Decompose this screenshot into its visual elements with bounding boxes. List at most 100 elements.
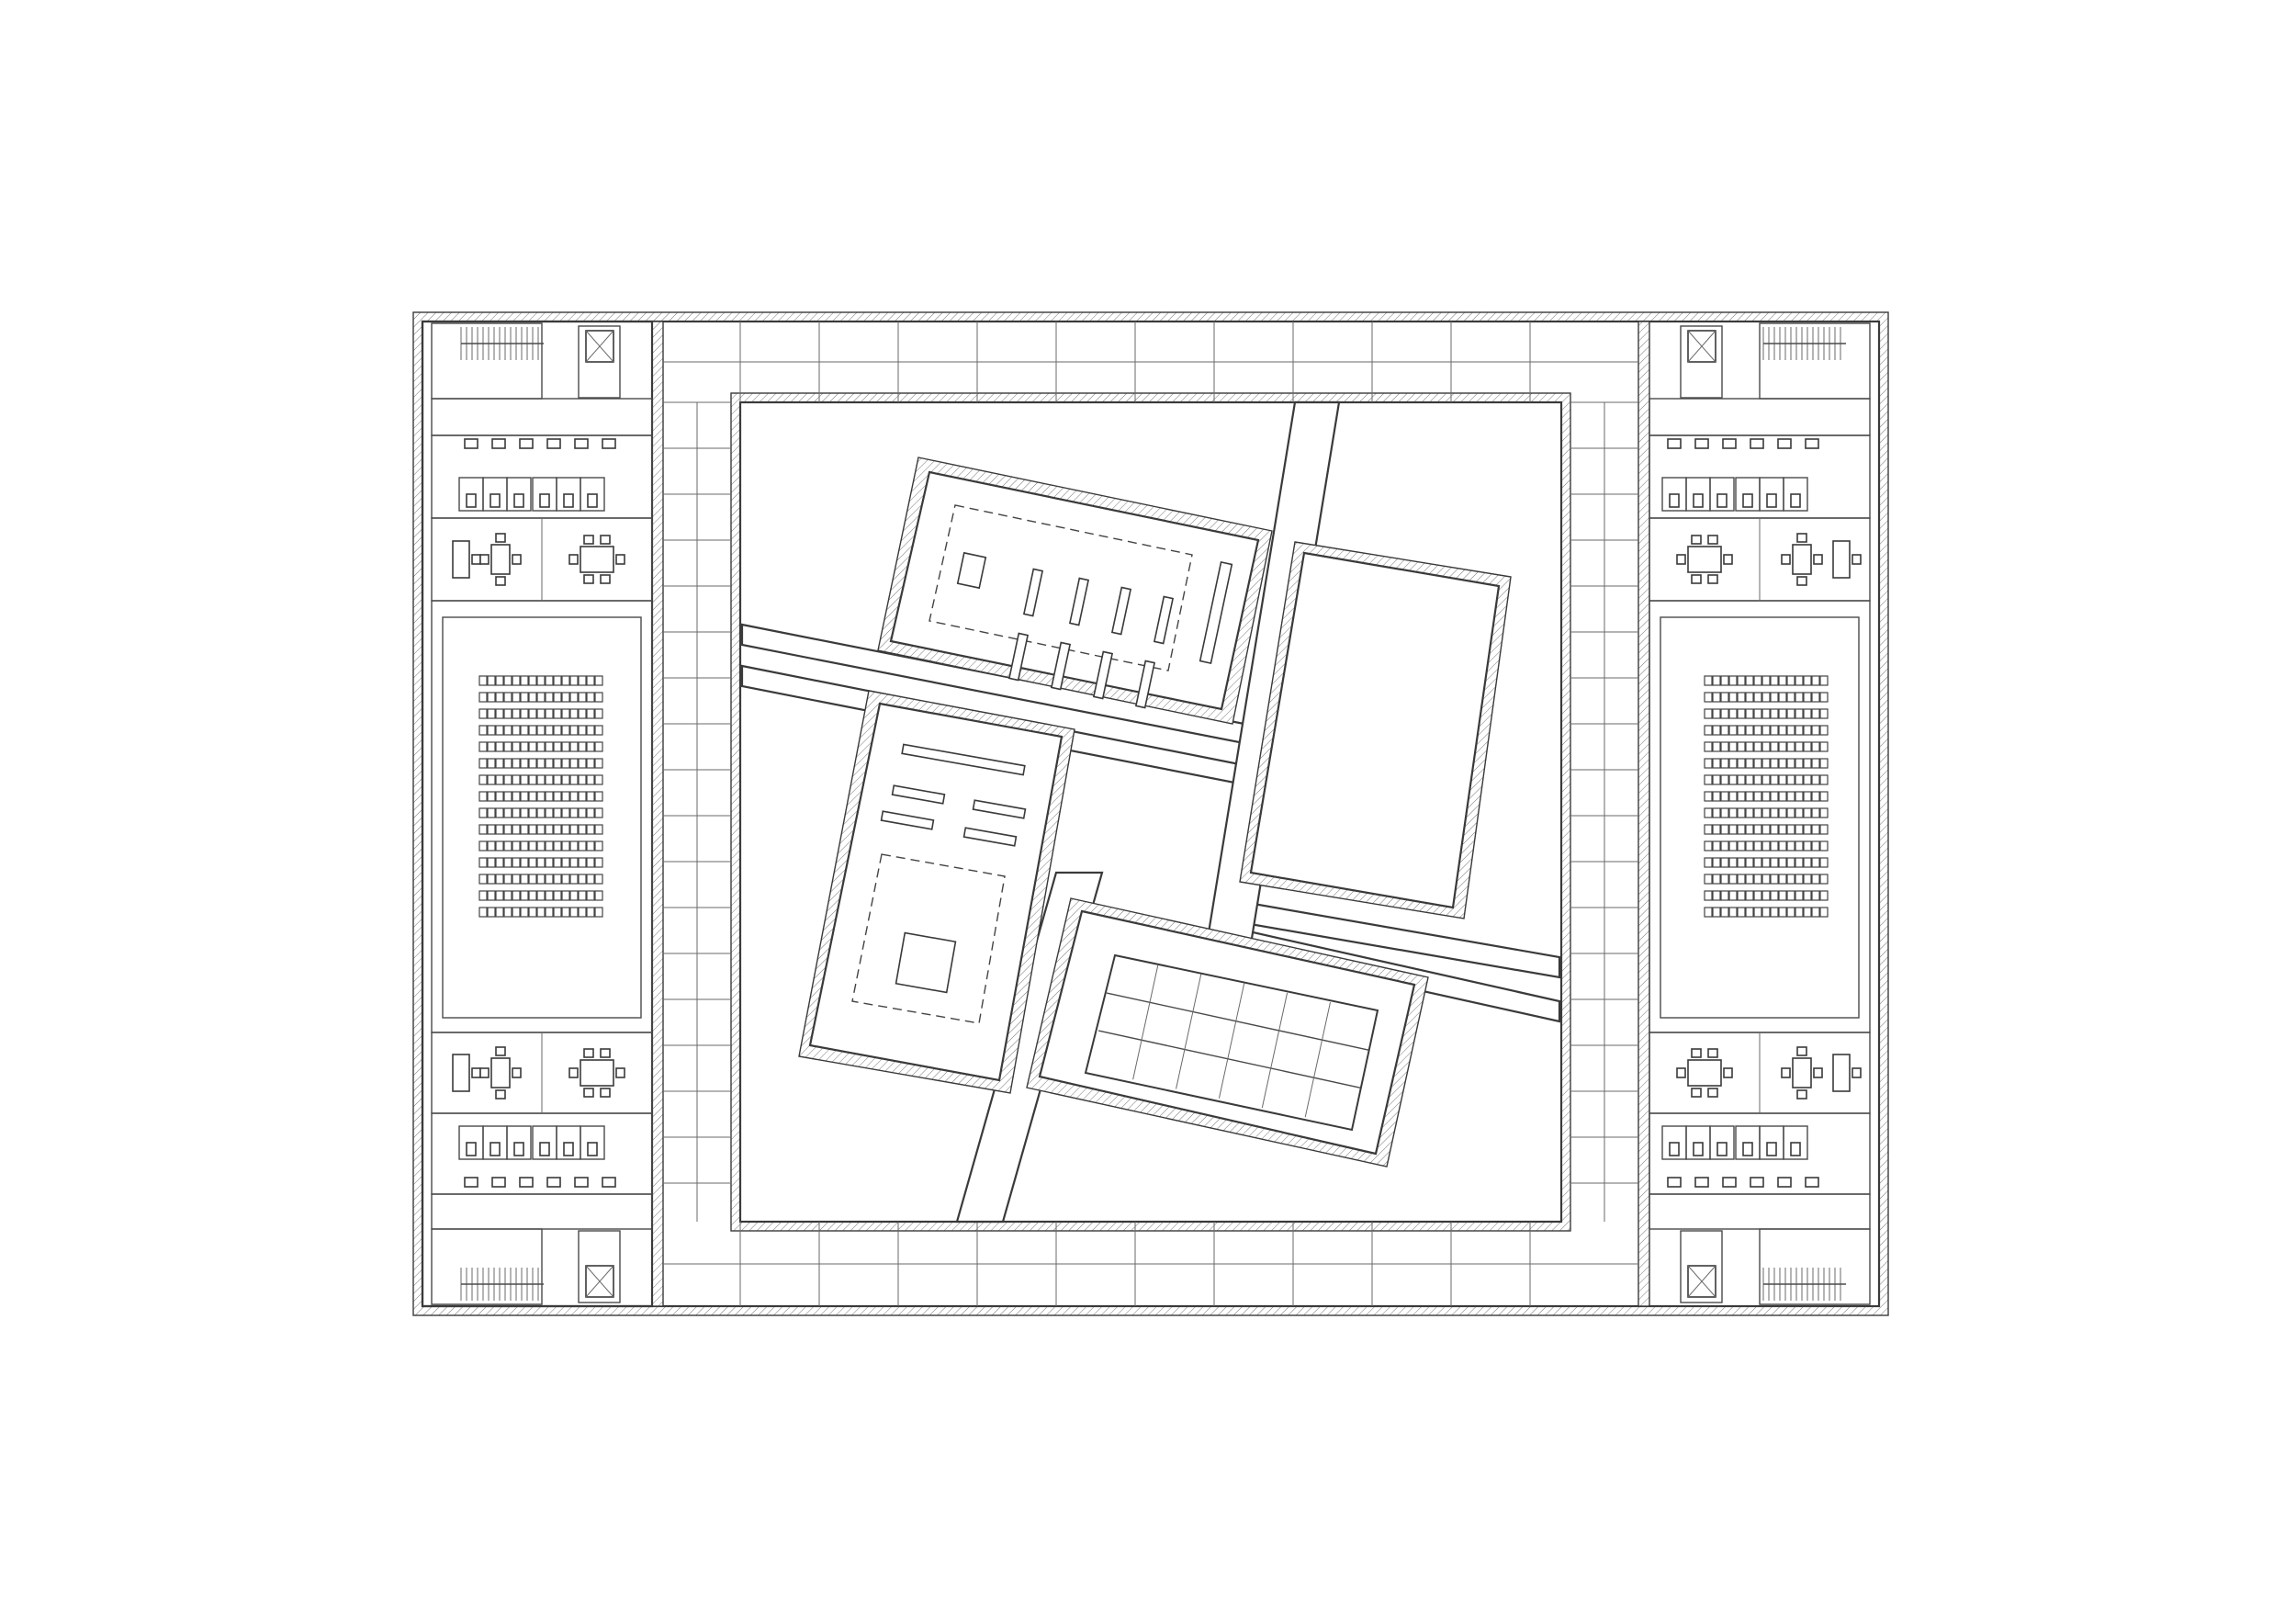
seat (1704, 907, 1713, 918)
seat (1753, 791, 1762, 802)
seat (553, 692, 562, 703)
seat (1811, 807, 1820, 818)
seat (1803, 907, 1812, 918)
seat (569, 692, 579, 703)
seat (512, 708, 521, 719)
seat (1745, 907, 1754, 918)
seat (1720, 807, 1729, 818)
seat (1745, 675, 1754, 686)
seat (569, 708, 579, 719)
seat (1811, 874, 1820, 885)
seat (512, 907, 521, 918)
seat (594, 791, 603, 802)
seat (1786, 725, 1795, 736)
seat (586, 791, 595, 802)
seat (512, 890, 521, 901)
seat (528, 741, 537, 752)
seat (528, 824, 537, 835)
seat (1819, 890, 1829, 901)
seat (528, 692, 537, 703)
seat (594, 758, 603, 769)
seat (495, 857, 504, 868)
seat (1712, 675, 1721, 686)
seat (561, 675, 570, 686)
seat (569, 791, 579, 802)
seat (1761, 774, 1771, 785)
seat (1737, 907, 1746, 918)
seat (1778, 758, 1787, 769)
seat (1745, 874, 1754, 885)
seat (495, 758, 504, 769)
seat (1811, 675, 1820, 686)
seat (1745, 725, 1754, 736)
seat (536, 675, 546, 686)
seat (1778, 857, 1787, 868)
seat (1728, 708, 1738, 719)
seat (495, 807, 504, 818)
seat (1778, 907, 1787, 918)
seat (1761, 675, 1771, 686)
seat (536, 840, 546, 851)
seat (586, 692, 595, 703)
seat (478, 774, 488, 785)
seat (1778, 774, 1787, 785)
seat (1728, 741, 1738, 752)
seat (1737, 774, 1746, 785)
seat (1712, 774, 1721, 785)
seat (1795, 675, 1804, 686)
seat (594, 692, 603, 703)
seat (1704, 725, 1713, 736)
seat (1778, 708, 1787, 719)
seat (1737, 840, 1746, 851)
seat (1811, 692, 1820, 703)
seat (1811, 890, 1820, 901)
auditorium-right (1660, 616, 1860, 1019)
seat (586, 708, 595, 719)
seat (487, 725, 496, 736)
seat (520, 907, 529, 918)
seat (586, 907, 595, 918)
seat (520, 824, 529, 835)
seat (1778, 824, 1787, 835)
seat (1761, 708, 1771, 719)
seat (1803, 890, 1812, 901)
seat (1712, 840, 1721, 851)
seat (536, 807, 546, 818)
seat (520, 675, 529, 686)
seat (512, 807, 521, 818)
seat (1728, 824, 1738, 835)
seat (1720, 840, 1729, 851)
seat (1778, 725, 1787, 736)
seat (478, 791, 488, 802)
seat (1778, 741, 1787, 752)
seat (569, 890, 579, 901)
seat (1737, 675, 1746, 686)
seat (1811, 907, 1820, 918)
seat (1786, 741, 1795, 752)
seat (594, 807, 603, 818)
seat (1803, 824, 1812, 835)
seat (1745, 758, 1754, 769)
seat (545, 824, 554, 835)
seat (553, 890, 562, 901)
seat (594, 890, 603, 901)
seat (528, 807, 537, 818)
seat (1786, 840, 1795, 851)
seat (1819, 725, 1829, 736)
wing-furniture (452, 327, 1862, 1301)
seat (561, 758, 570, 769)
seat (1728, 725, 1738, 736)
seat (594, 824, 603, 835)
seat (1819, 907, 1829, 918)
seat (1786, 890, 1795, 901)
seat (545, 741, 554, 752)
seat (594, 874, 603, 885)
seat (1761, 741, 1771, 752)
seat (1770, 890, 1779, 901)
seat (1770, 791, 1779, 802)
seat (1819, 791, 1829, 802)
seat (478, 857, 488, 868)
seat (1753, 907, 1762, 918)
seat (1770, 675, 1779, 686)
seat (478, 741, 488, 752)
